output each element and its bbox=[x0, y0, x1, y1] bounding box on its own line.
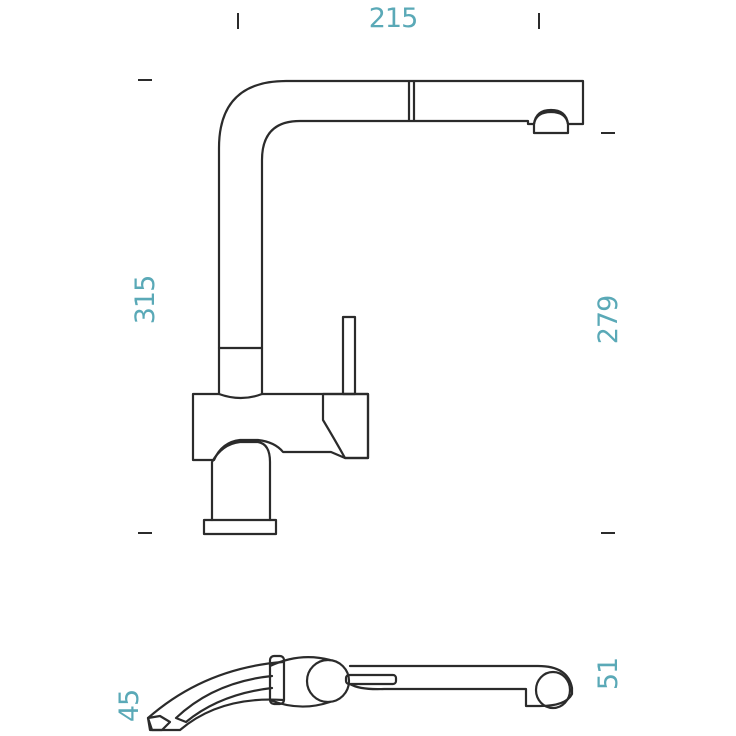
dimension-width: 215 bbox=[369, 3, 418, 34]
spray-head-nozzle bbox=[532, 110, 570, 135]
body-block bbox=[191, 392, 370, 462]
dimension-height-total: 315 bbox=[130, 276, 161, 325]
top-tail-inner bbox=[174, 674, 274, 724]
top-lever-rod bbox=[344, 673, 398, 686]
faucet-side-view bbox=[191, 79, 585, 536]
handle-lever-rod bbox=[341, 315, 357, 396]
dimension-bottom-left: 45 bbox=[114, 690, 145, 722]
top-hub bbox=[305, 658, 351, 704]
top-spout-arm bbox=[348, 664, 574, 708]
top-spray-head bbox=[534, 670, 572, 710]
spout-arm bbox=[217, 79, 585, 350]
top-body bbox=[268, 655, 332, 708]
pedestal bbox=[210, 440, 272, 522]
top-mount bbox=[268, 654, 286, 706]
base-plate bbox=[202, 518, 278, 536]
spout-neck-band bbox=[217, 346, 264, 396]
handle-lever-block bbox=[321, 392, 370, 460]
faucet-top-view bbox=[146, 654, 574, 732]
dimension-ticks bbox=[138, 13, 615, 534]
top-tail-end bbox=[146, 714, 172, 732]
dimension-height-spout: 279 bbox=[593, 296, 624, 345]
dimension-bottom-right: 51 bbox=[593, 658, 624, 690]
